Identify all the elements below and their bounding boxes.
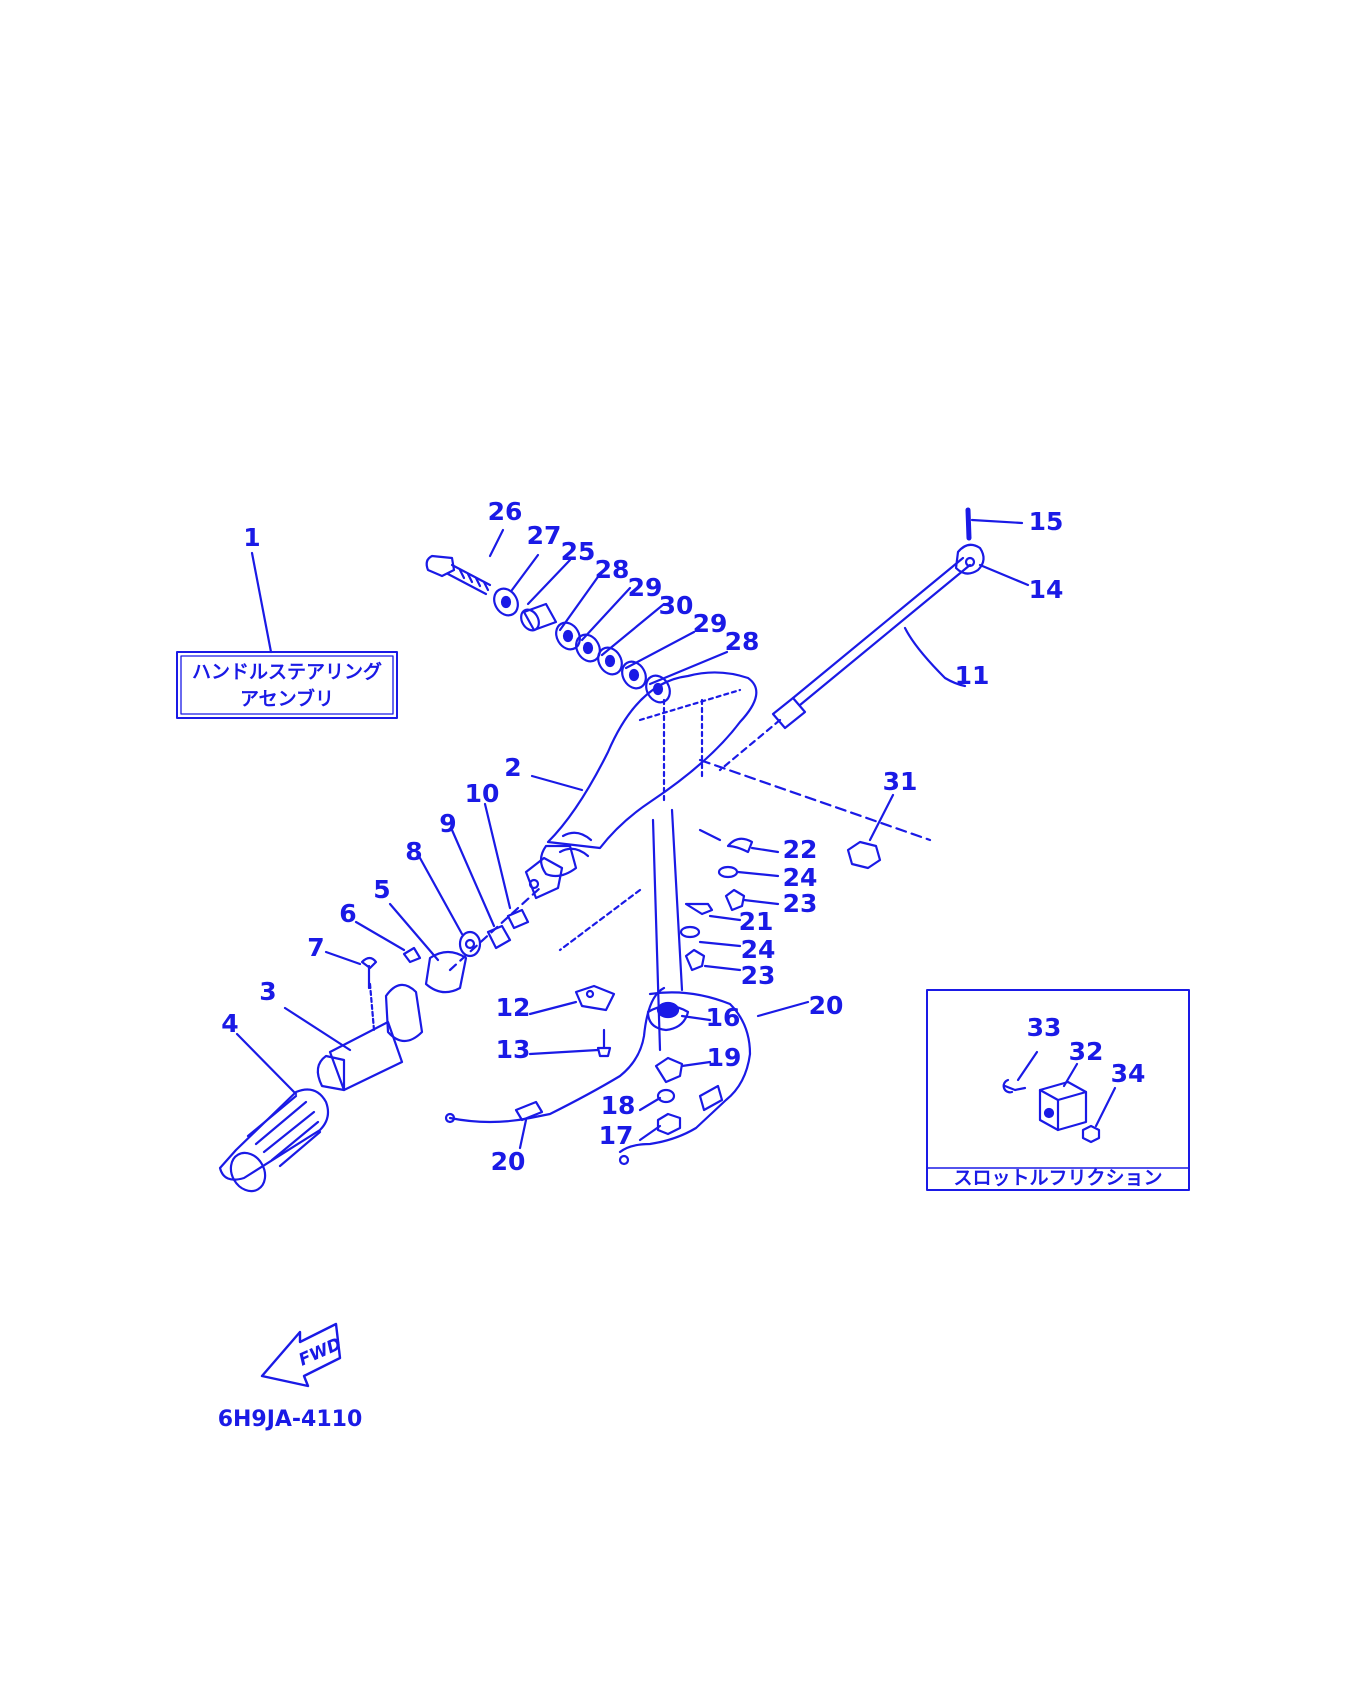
callout-29-bottom: 29: [693, 609, 728, 638]
callout-24-bottom: 24: [741, 935, 776, 964]
cable-stack: [638, 808, 712, 1142]
handle-body-2: [524, 671, 932, 952]
callout-28-bottom: 28: [725, 627, 760, 656]
callout-14: 14: [1029, 575, 1064, 604]
callout-8: 8: [405, 837, 422, 866]
callout-2: 2: [504, 753, 521, 782]
parts-8-9-10: [418, 802, 530, 958]
throttle-shaft-3: [283, 982, 424, 1092]
friction-block: [1038, 1080, 1088, 1132]
callout-20-left: 20: [491, 1147, 526, 1176]
callout-23-bottom: 23: [741, 961, 776, 990]
rod-11: [718, 556, 972, 772]
callout-29-top: 29: [628, 573, 663, 602]
callout-30: 30: [659, 591, 694, 620]
callout-22: 22: [783, 835, 818, 864]
callout-1: 1: [243, 523, 260, 552]
callout-27: 27: [527, 521, 562, 550]
callout-24-top: 24: [783, 863, 818, 892]
callout-4: 4: [221, 1009, 238, 1038]
bolt-and-washer-stack: [425, 528, 729, 704]
callout-21: 21: [739, 907, 774, 936]
callout-9: 9: [439, 809, 456, 838]
callout-33: 33: [1027, 1013, 1062, 1042]
callout-7: 7: [307, 933, 324, 962]
parts-12-13: [528, 984, 616, 1058]
callout-23-top: 23: [783, 889, 818, 918]
callout-3: 3: [259, 977, 276, 1006]
friction-label: スロットルフリクション: [953, 1167, 1162, 1189]
assembly-label-box: [176, 551, 398, 719]
callout-13: 13: [496, 1035, 531, 1064]
assembly-label-line2: アセンブリ: [240, 687, 334, 710]
fwd-arrow-icon: [260, 1322, 342, 1388]
callout-32: 32: [1069, 1037, 1104, 1066]
callout-6: 6: [339, 899, 356, 928]
callout-5: 5: [373, 875, 390, 904]
callout-20-right: 20: [809, 991, 844, 1020]
parts-5-6-7: [324, 902, 468, 994]
cables-20: [444, 986, 810, 1166]
callout-31: 31: [883, 767, 918, 796]
parts-21-24: [679, 828, 780, 972]
callout-12: 12: [496, 993, 531, 1022]
callout-26: 26: [488, 497, 523, 526]
callout-16: 16: [706, 1003, 741, 1032]
drawing-code: 6H9JA-4110: [218, 1407, 363, 1432]
callout-11: 11: [955, 661, 990, 690]
callout-34: 34: [1111, 1059, 1146, 1088]
friction-inset-box: [926, 989, 1190, 1191]
nut-31: [846, 793, 895, 870]
callout-17: 17: [599, 1121, 634, 1150]
callout-10: 10: [465, 779, 500, 808]
callout-25: 25: [561, 537, 596, 566]
callout-18: 18: [601, 1091, 636, 1120]
callout-15: 15: [1029, 507, 1064, 536]
throttle-grip-4: [218, 1032, 330, 1193]
assembly-label-line1: ハンドルステアリング: [192, 660, 382, 683]
part-14-15: [954, 507, 1030, 587]
callout-19: 19: [707, 1043, 742, 1072]
callout-28-top: 28: [595, 555, 630, 584]
